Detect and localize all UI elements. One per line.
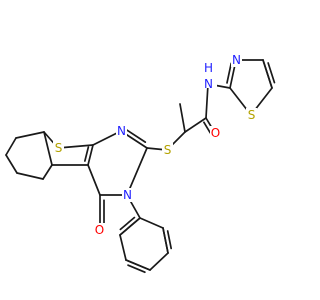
bond-p3-p4 [125, 259, 151, 271]
bond-p1-p2 [119, 217, 141, 236]
bond-h4-h5 [16, 172, 44, 180]
bond-T4-T5 [262, 59, 273, 89]
bond-C8-C4 [87, 164, 101, 196]
bond-h1-h2 [15, 131, 45, 139]
atom-label-layer: S N N O S O H N N [53, 53, 257, 237]
atom-label-o-ketone: O [95, 223, 104, 237]
bond-Cam-NH [205, 83, 209, 119]
bond-CH-Me [179, 103, 186, 133]
bond-h2-h3 [5, 137, 17, 156]
bond-T2-Tn-inner [226, 62, 233, 84]
bond-Cam-Oam-inner [203, 121, 212, 134]
bond-p4-p5 [149, 252, 169, 271]
atom-label-s-thiophene: S [55, 141, 63, 155]
atom-s-thioether: S [162, 143, 173, 157]
atom-label-s-thioether: S [164, 143, 172, 157]
atom-label-n-thiazole: N [232, 53, 241, 67]
bond-p3-p4-inner [127, 264, 146, 274]
bond-layer [5, 59, 276, 274]
bond-N1-C2-inner [126, 129, 147, 143]
bond-CH-Cam [184, 117, 207, 133]
molecule-structure: S N N O S O H N N [5, 53, 276, 274]
bond-p6-p1 [139, 217, 164, 229]
atom-o-amide: O [210, 126, 221, 140]
bond-N3-C2 [126, 147, 148, 196]
bond-h6-h1 [43, 131, 53, 166]
atom-label-o-amide: O [211, 126, 220, 140]
atom-n-thiazole: N [231, 53, 242, 67]
atom-o-ketone: O [94, 223, 105, 237]
bond-C7-C8 [87, 144, 94, 166]
atom-label-s-thiazole: S [248, 108, 256, 122]
bond-C7-C8-inner [84, 146, 90, 162]
bond-p2-p3 [119, 234, 127, 261]
atom-label-n3-pyrimidine: N [123, 188, 132, 202]
atom-label-h-amide: H [204, 61, 213, 75]
atom-n1-pyrimidine: N [116, 124, 127, 138]
bond-h3-h4 [5, 154, 18, 174]
atom-s-thiophene: S [53, 141, 64, 155]
atom-n3-pyrimidine: N [122, 188, 133, 202]
bond-p1-p2-inner [119, 216, 136, 231]
bond-p5-p6-inner [166, 230, 173, 250]
bond-T4-T5-inner [267, 62, 276, 84]
atom-s-thiazole: S [246, 108, 257, 122]
bond-p5-p6 [162, 227, 169, 254]
atom-nh-amide: H N [199, 61, 217, 91]
atom-label-n1-pyrimidine: N [117, 124, 126, 138]
bond-h5-h6 [42, 164, 53, 180]
atom-label-nh-amide: N [204, 77, 213, 91]
